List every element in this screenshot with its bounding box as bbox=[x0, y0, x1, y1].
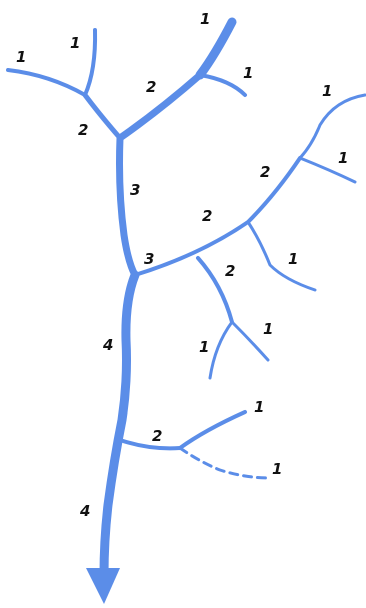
label-upper-mid-2: 2 bbox=[146, 78, 156, 96]
label-upper-left-2: 2 bbox=[78, 121, 88, 139]
label-top-right-1: 1 bbox=[243, 64, 253, 82]
label-lower-1b: 1 bbox=[272, 460, 282, 478]
label-junction-3: 3 bbox=[144, 250, 154, 268]
label-right-2a: 2 bbox=[260, 163, 270, 181]
label-right-2b: 2 bbox=[202, 207, 212, 225]
label-far-right-1b: 1 bbox=[338, 149, 348, 167]
label-trunk-4a: 4 bbox=[102, 336, 113, 354]
label-right-1: 1 bbox=[288, 250, 298, 268]
label-mid-1a: 1 bbox=[199, 338, 209, 356]
label-top-left-1a: 1 bbox=[16, 48, 26, 66]
label-top-1: 1 bbox=[200, 10, 210, 28]
label-mid-2: 2 bbox=[225, 262, 235, 280]
label-top-left-1b: 1 bbox=[70, 34, 80, 52]
label-far-right-1a: 1 bbox=[322, 82, 332, 100]
label-trunk-3: 3 bbox=[130, 181, 140, 199]
label-trunk-4b: 4 bbox=[79, 502, 90, 520]
label-lower-1a: 1 bbox=[254, 398, 264, 416]
label-lower-2: 2 bbox=[152, 427, 162, 445]
label-mid-1b: 1 bbox=[263, 320, 273, 338]
